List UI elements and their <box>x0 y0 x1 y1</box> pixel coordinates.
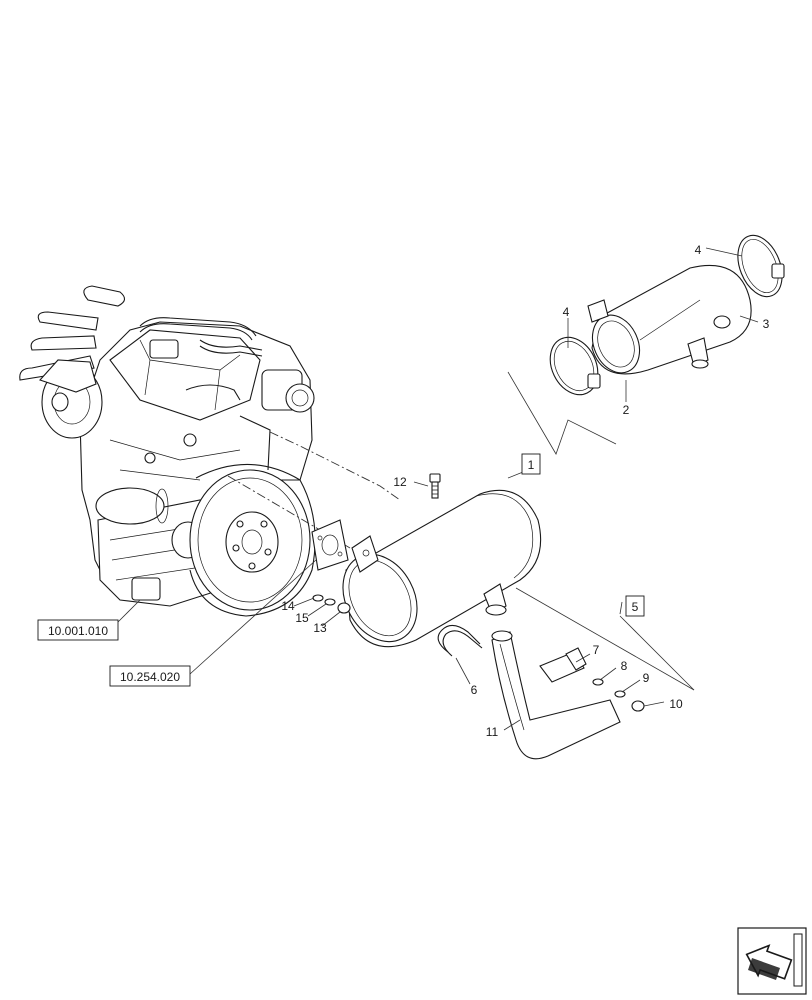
callout-2: 2 <box>623 403 630 417</box>
exhaust-gasket <box>311 519 349 571</box>
ref-engine-label[interactable]: 10.001.010 <box>48 624 108 638</box>
callout-12: 12 <box>393 475 407 489</box>
callout-1: 1 <box>528 458 535 472</box>
clamp-band-lower <box>549 336 601 396</box>
callout-5: 5 <box>632 600 639 614</box>
callout-13: 13 <box>313 621 327 635</box>
bolt-12 <box>429 473 441 499</box>
muffler-assembly <box>342 489 542 648</box>
washers-13-14-15 <box>312 594 351 614</box>
u-bolt <box>437 624 483 657</box>
tailpipe-bracket <box>539 647 587 683</box>
washers-8-9-10 <box>592 678 645 712</box>
callout-4-lower: 4 <box>563 305 570 319</box>
tailpipe <box>491 630 621 760</box>
engine-drawing <box>19 285 316 617</box>
callout-9: 9 <box>643 671 650 685</box>
ref-flywheel-label[interactable]: 10.254.020 <box>120 670 180 684</box>
callout-14: 14 <box>281 599 295 613</box>
callout-15: 15 <box>295 611 309 625</box>
clamp-band-upper <box>737 234 785 298</box>
callout-8: 8 <box>621 659 628 673</box>
callout-3: 3 <box>763 317 770 331</box>
callout-10: 10 <box>669 697 683 711</box>
callout-11: 11 <box>486 725 499 739</box>
callout-4-upper: 4 <box>695 243 702 257</box>
heat-shield-outlet <box>687 337 709 369</box>
callout-6: 6 <box>471 683 478 697</box>
heat-shield <box>587 264 752 375</box>
callout-7: 7 <box>593 643 600 657</box>
back-arrow-icon[interactable] <box>737 927 807 995</box>
